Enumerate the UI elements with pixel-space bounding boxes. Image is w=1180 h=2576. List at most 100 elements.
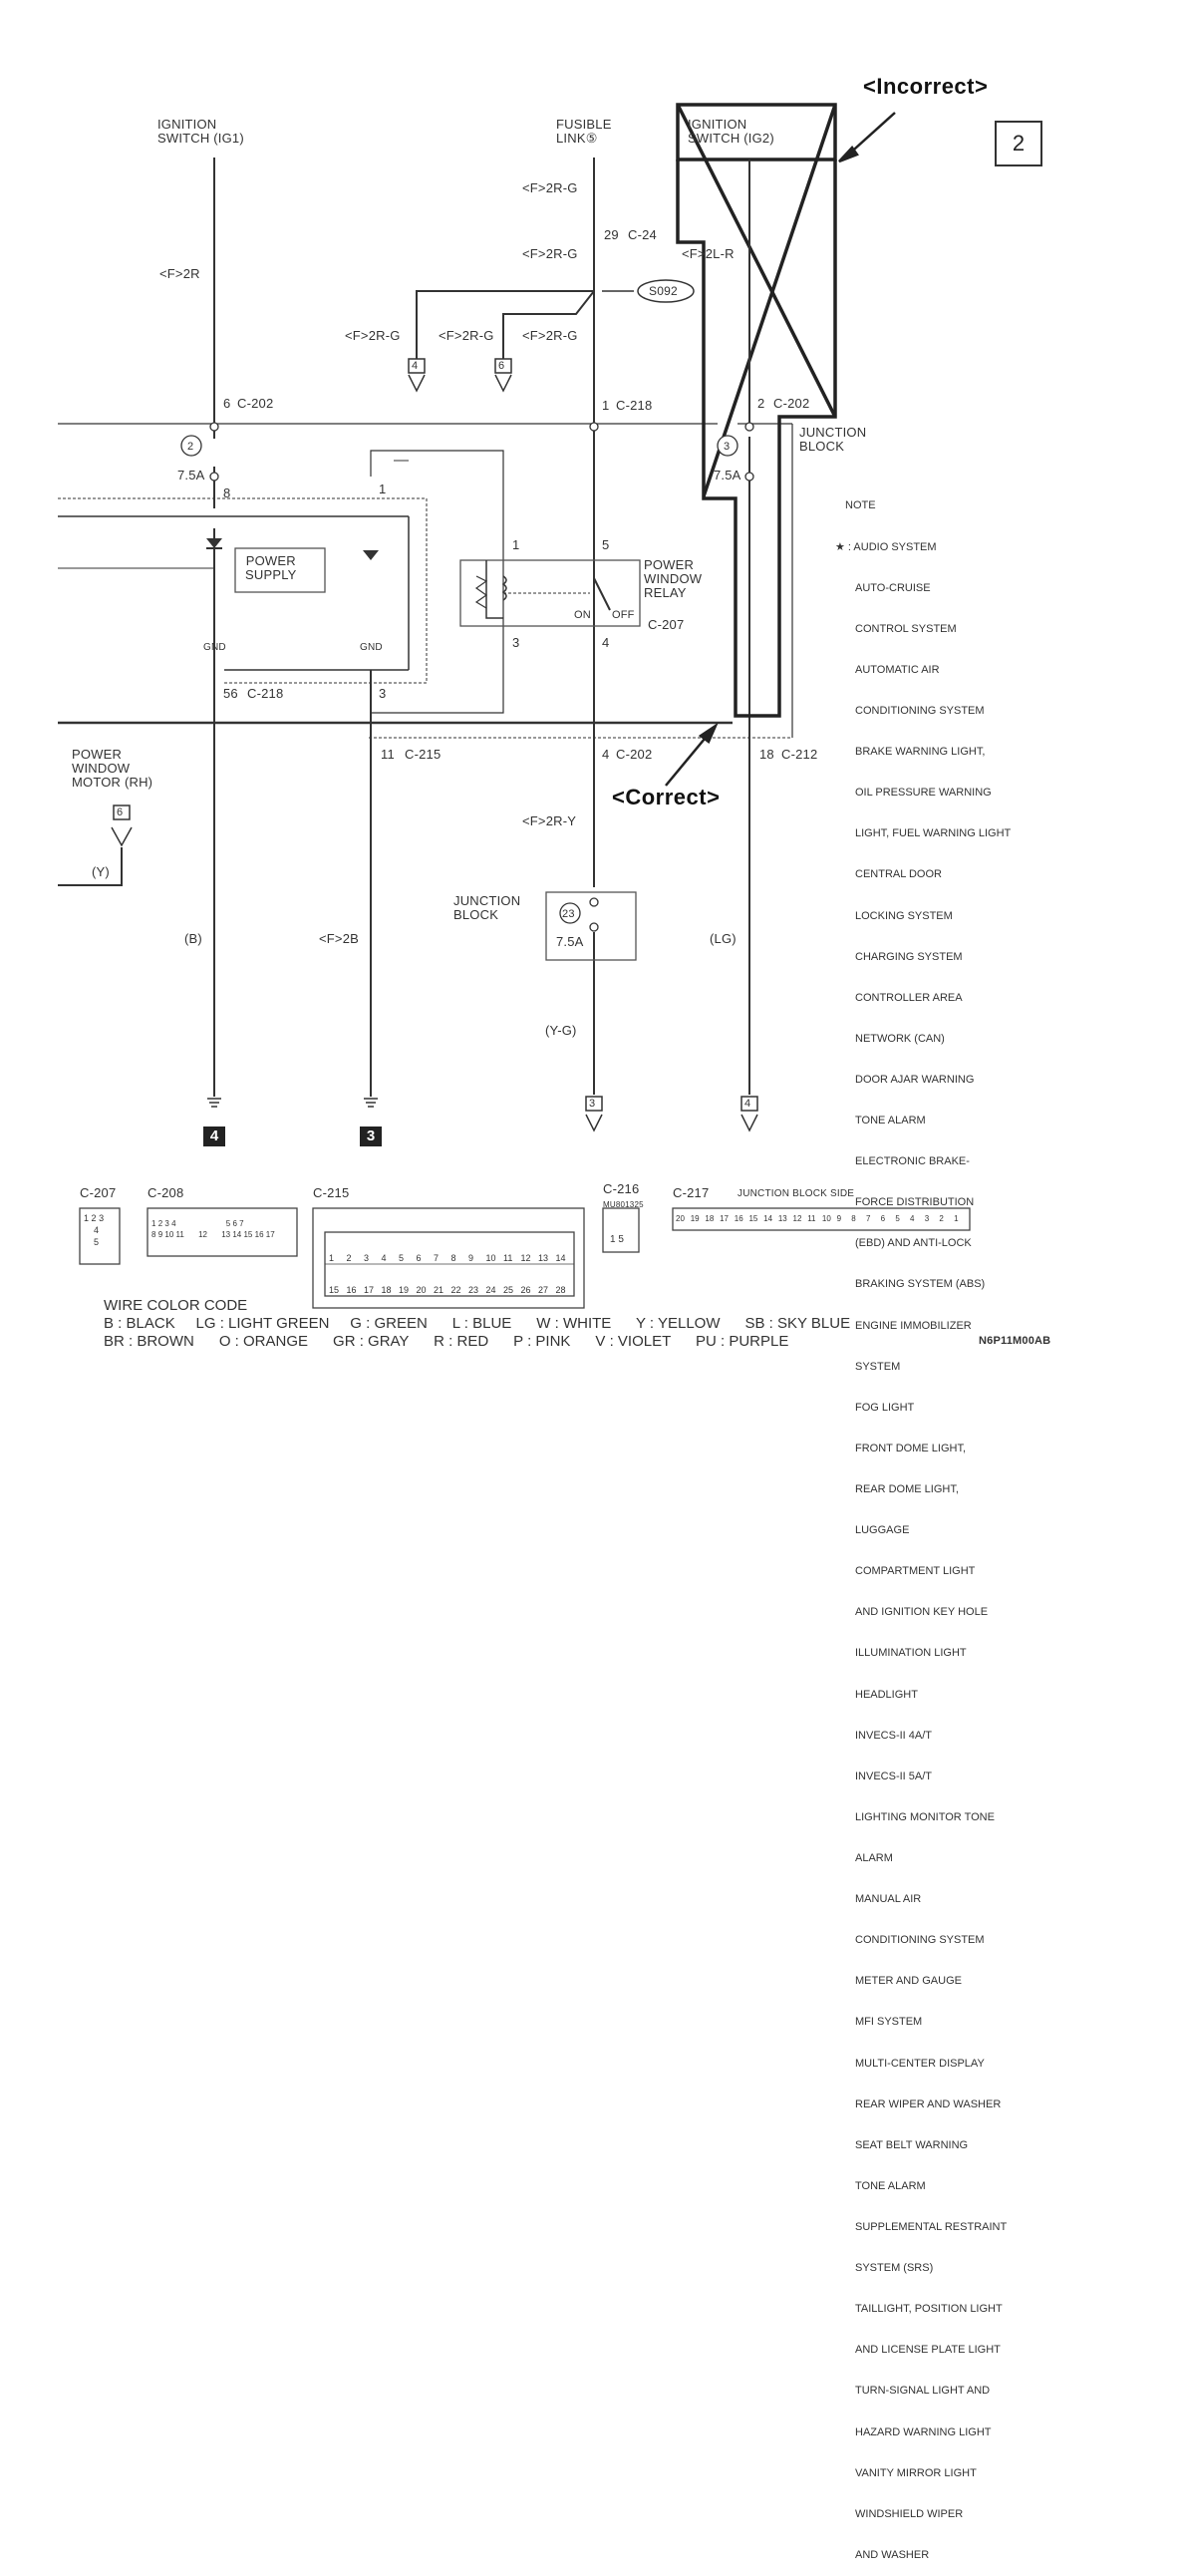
pin: 20	[416, 1285, 427, 1295]
pin: 5	[94, 1237, 100, 1247]
wire-code: <F>2R-G	[439, 328, 494, 343]
connector-c208-face: 1 2 3 4 5 6 7 8 9 10 11 12 13 14 15 16 1…	[151, 1218, 295, 1240]
pin: 7	[239, 1219, 244, 1228]
ref-number: 4	[744, 1098, 751, 1110]
wire-code: (Y-G)	[545, 1023, 577, 1038]
connector-id: C-202	[773, 396, 810, 411]
connector-pin: 2	[757, 396, 765, 411]
note-item: VANITY MIRROR LIGHT	[855, 2466, 977, 2479]
pin: 2	[157, 1219, 163, 1228]
pin: 8	[851, 1214, 856, 1223]
gnd-label: GND	[203, 642, 226, 653]
pin: 1	[329, 1253, 335, 1263]
pin: 1	[954, 1214, 959, 1223]
connector-id: C-215	[405, 747, 442, 762]
note-item: CONTROLLER AREA	[855, 991, 963, 1004]
pin: 10	[821, 1214, 831, 1223]
connector-view-title: C-208	[148, 1185, 184, 1200]
fuse-rating: 7.5A	[714, 468, 741, 483]
wire-code: <F>2B	[319, 931, 360, 946]
pin: 5	[895, 1214, 900, 1223]
pin: 24	[485, 1285, 496, 1295]
ground-ref-block: 4	[203, 1127, 225, 1146]
note-item: AUTOMATIC AIR	[855, 663, 940, 676]
wire-color-code-row: BR : BROWN O : ORANGE GR : GRAY R : RED …	[104, 1333, 789, 1350]
connector-id: C-202	[237, 396, 274, 411]
note-item: MULTI-CENTER DISPLAY	[855, 2057, 985, 2070]
pin: 8	[450, 1253, 456, 1263]
pin: 5	[618, 1234, 624, 1245]
connector-pin: 4	[602, 747, 610, 762]
wire-code: <F>2R	[159, 266, 200, 281]
note-item: LOCKING SYSTEM	[855, 909, 953, 922]
pin: 14	[232, 1230, 242, 1239]
pin-number: 1	[379, 482, 387, 496]
wire-color-code-row: B : BLACK LG : LIGHT GREEN G : GREEN L :…	[104, 1315, 851, 1332]
connector-pin: 11	[381, 747, 395, 762]
pin: 2	[91, 1213, 97, 1223]
note-item: TONE ALARM	[855, 2179, 926, 2192]
pin: 21	[434, 1285, 444, 1295]
note-list: NOTE ★ : AUDIO SYSTEM AUTO-CRUISE CONTRO…	[835, 473, 1011, 2576]
note-item: BRAKING SYSTEM (ABS)	[855, 1278, 986, 1291]
connector-c216-face: 1 5	[610, 1234, 624, 1245]
pin: 1	[610, 1234, 616, 1245]
pin: 9	[836, 1214, 842, 1223]
pin: 3	[924, 1214, 930, 1223]
note-item: COMPARTMENT LIGHT	[855, 1565, 976, 1578]
pin: 26	[520, 1285, 531, 1295]
note-item: SYSTEM (SRS)	[855, 2262, 934, 2275]
pin-number: 1	[512, 537, 520, 552]
pin: 14	[763, 1214, 773, 1223]
connector-id: C-218	[616, 398, 653, 413]
pin: 13	[538, 1253, 549, 1263]
note-item: LIGHTING MONITOR TONE	[855, 1810, 995, 1823]
fuse-number: 23	[562, 908, 575, 920]
pin: 13	[221, 1230, 231, 1239]
pin: 17	[364, 1285, 375, 1295]
ig1-switch-label: IGNITION SWITCH (IG1)	[157, 117, 244, 146]
pin: 18	[381, 1285, 392, 1295]
pin: 28	[555, 1285, 566, 1295]
note-item: NETWORK (CAN)	[855, 1032, 945, 1045]
note-item: CONDITIONING SYSTEM	[855, 704, 985, 717]
note-item: AND IGNITION KEY HOLE	[855, 1606, 989, 1619]
pin: 13	[777, 1214, 787, 1223]
ig2-switch-label: IGNITION SWITCH (IG2)	[688, 117, 774, 146]
note-item: MFI SYSTEM	[855, 2016, 923, 2029]
fuse-rating: 7.5A	[556, 934, 584, 949]
pin: 10	[485, 1253, 496, 1263]
pin: 15	[329, 1285, 340, 1295]
note-item: CONTROL SYSTEM	[855, 622, 957, 635]
note-item: METER AND GAUGE	[855, 1975, 962, 1988]
page-badge: 2	[995, 121, 1042, 166]
connector-c207-face: 1 2 3 4 5	[84, 1212, 118, 1248]
ground-ref-block: 3	[360, 1127, 382, 1146]
connector-id: C-218	[247, 686, 284, 701]
pin: 7	[434, 1253, 440, 1263]
pin: 10	[164, 1230, 174, 1239]
note-item: AND WASHER	[855, 2548, 930, 2561]
pin: 3	[99, 1213, 105, 1223]
note-item: SEAT BELT WARNING	[855, 2138, 969, 2151]
pin: 5	[399, 1253, 405, 1263]
relay-connector-id: C-207	[648, 617, 685, 632]
note-item: CONDITIONING SYSTEM	[855, 1934, 985, 1947]
connector-pin: 1	[602, 398, 610, 413]
connector-pin: 6	[223, 396, 231, 411]
wire-code: <F>2R-Y	[522, 813, 577, 828]
fuse-number: 3	[724, 441, 731, 453]
note-item: FRONT DOME LIGHT,	[855, 1442, 967, 1454]
pin: 4	[381, 1253, 387, 1263]
wire-code: (B)	[184, 931, 202, 946]
gnd-label: GND	[360, 642, 383, 653]
pin: 1	[151, 1219, 156, 1228]
pin: 17	[265, 1230, 275, 1239]
note-item: AND LICENSE PLATE LIGHT	[855, 2344, 1001, 2357]
ref-number: 6	[117, 806, 124, 818]
pin: 18	[705, 1214, 715, 1223]
correct-label: <Correct>	[612, 785, 721, 809]
wire-code: (Y)	[92, 864, 110, 879]
connector-id: C-24	[628, 227, 657, 242]
